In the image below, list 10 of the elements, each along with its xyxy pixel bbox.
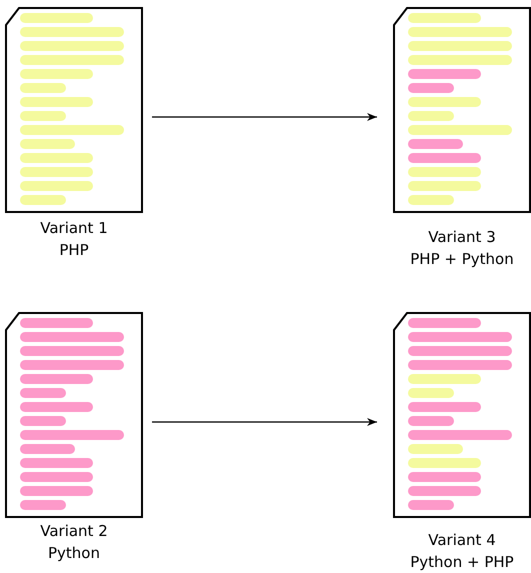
variant-label: Variant 1 xyxy=(39,218,109,239)
variant-label: Variant 3 xyxy=(427,227,497,248)
language-label: PHP xyxy=(58,240,90,261)
language-label: Python + PHP xyxy=(409,552,515,573)
variant-label: Variant 2 xyxy=(39,521,109,542)
arrow xyxy=(152,418,377,426)
language-label: Python xyxy=(47,543,101,564)
variant-label: Variant 4 xyxy=(427,530,497,551)
language-label: PHP + Python xyxy=(409,249,515,270)
arrow xyxy=(152,113,377,121)
